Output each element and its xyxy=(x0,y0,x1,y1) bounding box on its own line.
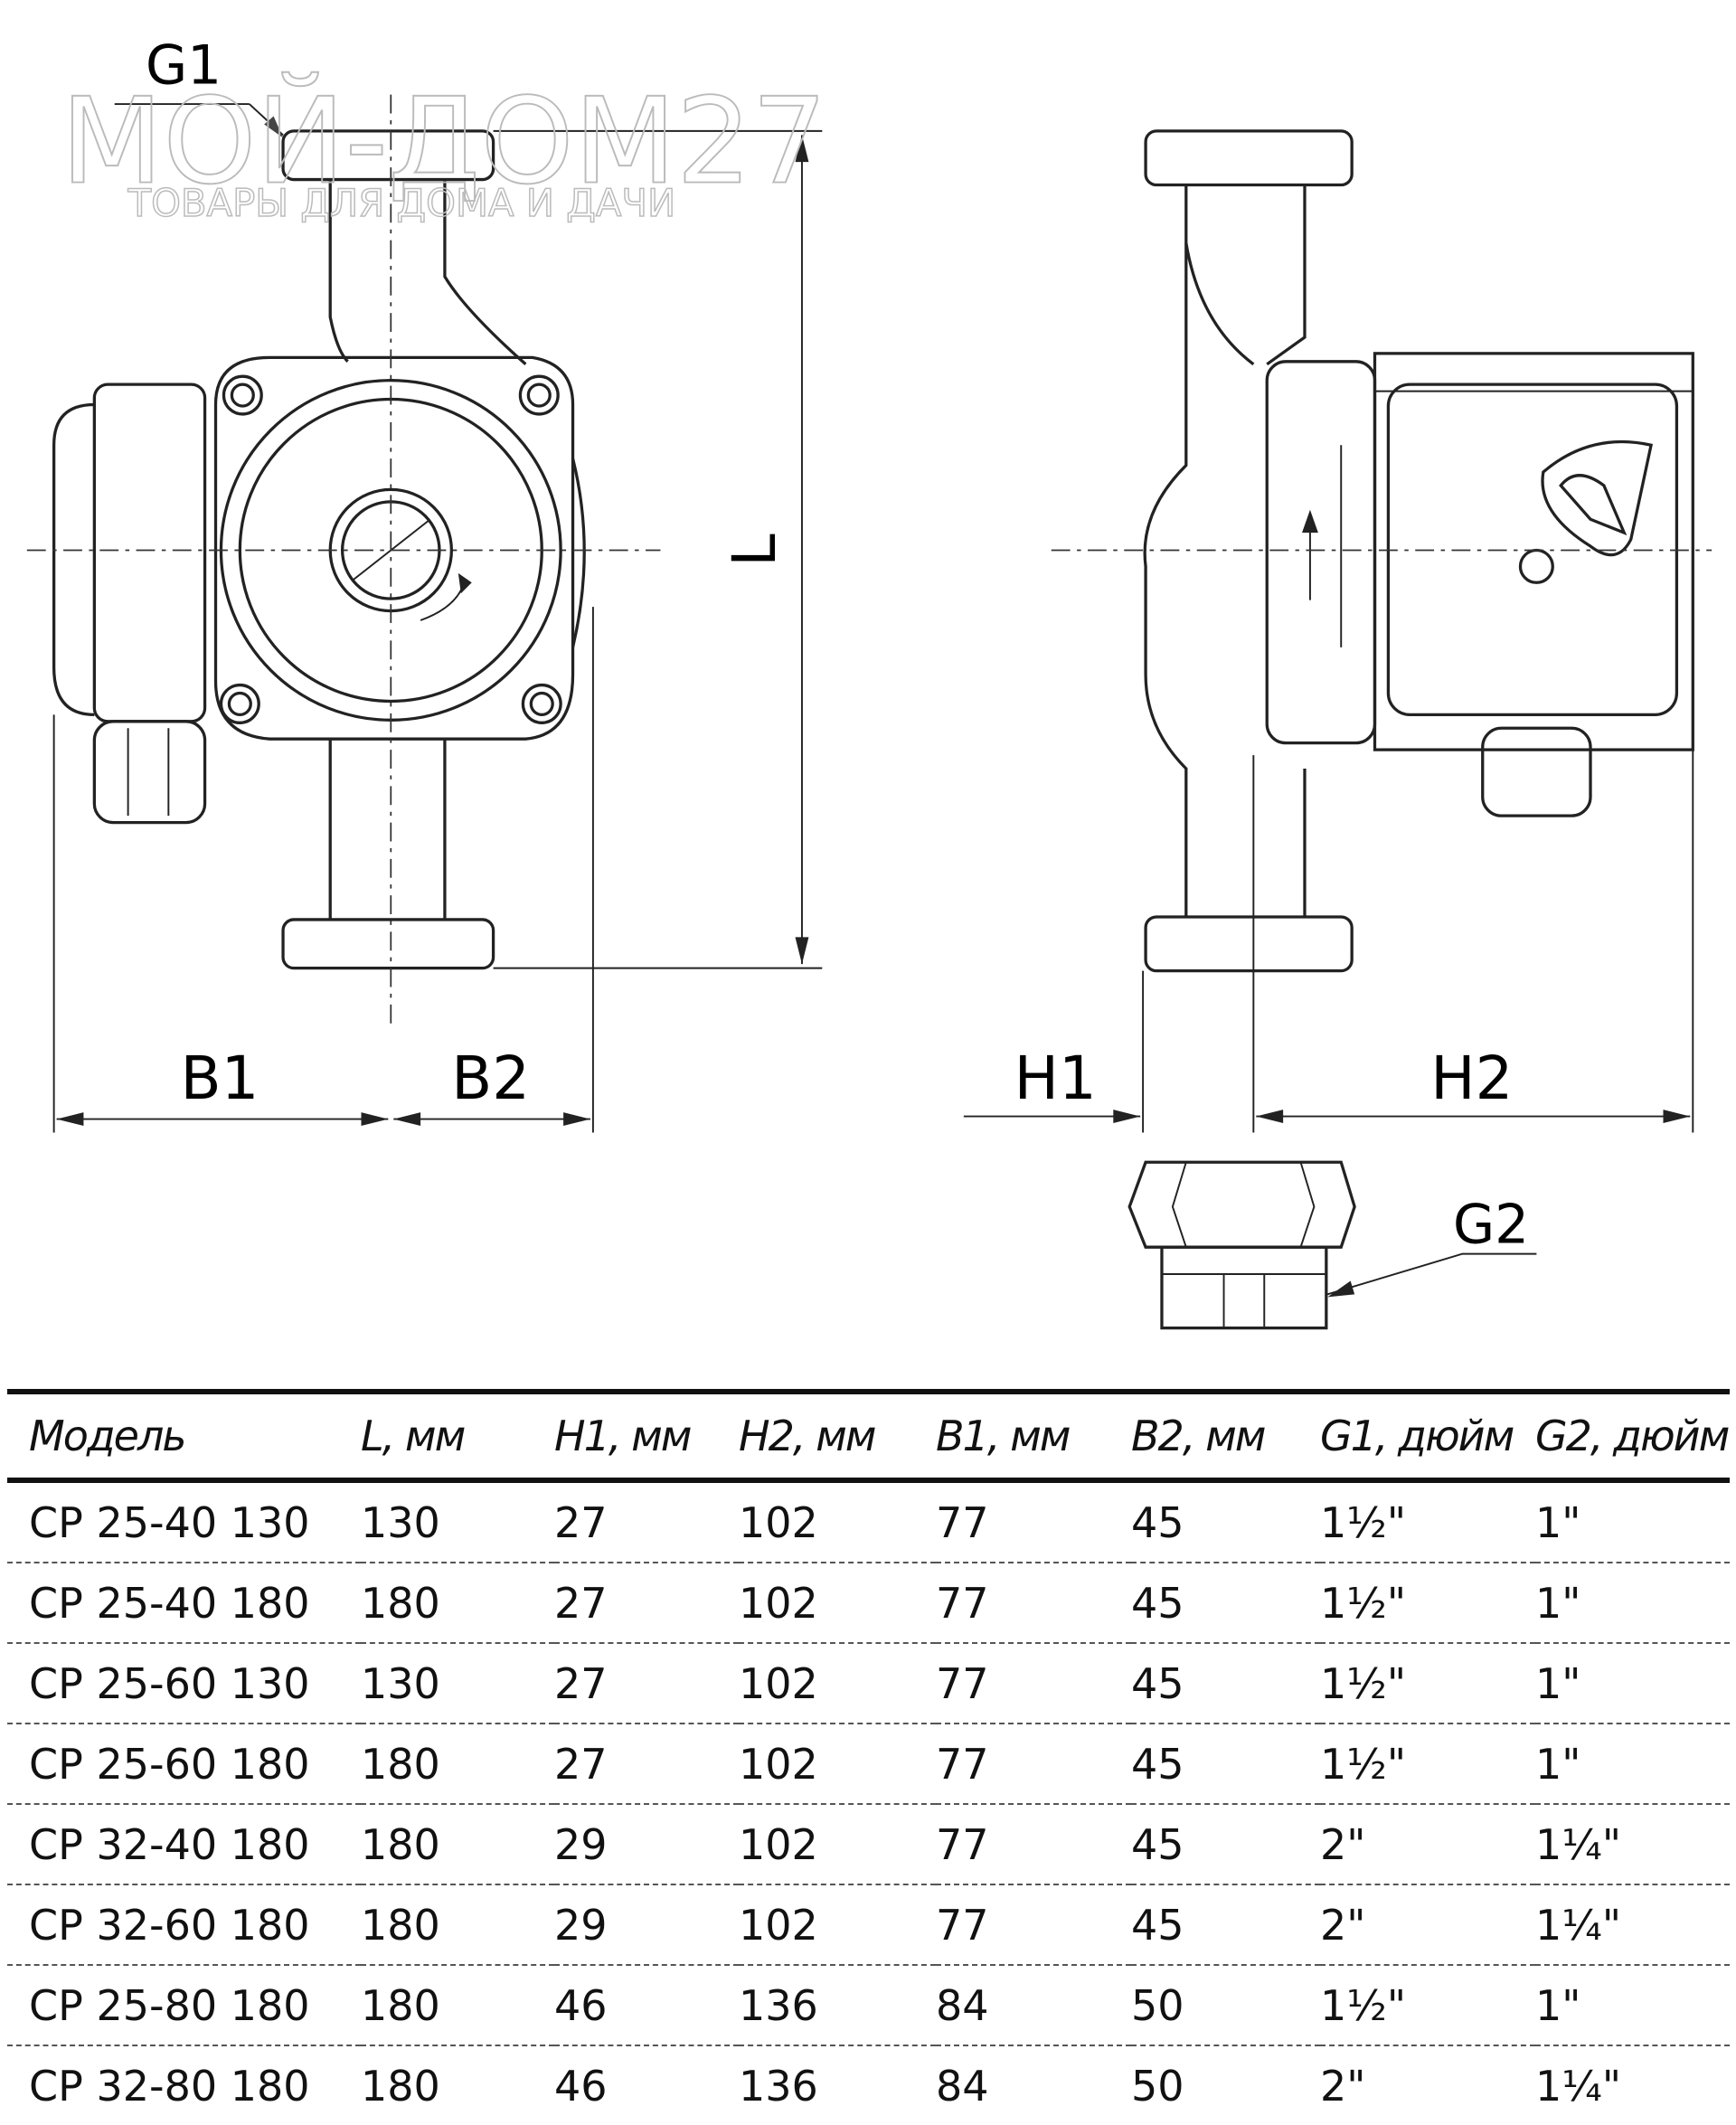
table-cell: 102 xyxy=(739,1497,818,1547)
header-g2: G2, дюйм xyxy=(1535,1412,1730,1460)
table-cell: 1" xyxy=(1535,1980,1581,2030)
table-cell: 1¼" xyxy=(1535,2061,1622,2111)
table-cell: 180 xyxy=(361,2061,440,2111)
table-cell: 180 xyxy=(361,1578,440,1628)
table-cell: CP 25-80 180 xyxy=(29,1980,310,2030)
header-h1: H1, мм xyxy=(554,1412,693,1460)
table-cell: 45 xyxy=(1131,1658,1184,1708)
label-g2: G2 xyxy=(1453,1195,1529,1257)
table-cell: 180 xyxy=(361,1819,440,1869)
table-cell: 1" xyxy=(1535,1578,1581,1628)
table-cell: 45 xyxy=(1131,1900,1184,1950)
table-cell: 27 xyxy=(554,1578,608,1628)
table-cell: CP 32-60 180 xyxy=(29,1900,310,1950)
header-h2: H2, мм xyxy=(739,1412,877,1460)
table-cell: 77 xyxy=(936,1658,989,1708)
header-model: Модель xyxy=(29,1412,186,1460)
table-cell: 45 xyxy=(1131,1739,1184,1789)
header-g1: G1, дюйм xyxy=(1320,1412,1514,1460)
table-cell: 1½" xyxy=(1320,1980,1407,2030)
table-cell: 1¼" xyxy=(1535,1900,1622,1950)
svg-text:МОЙ-ДОМ27: МОЙ-ДОМ27 xyxy=(61,71,827,211)
table-cell: 2" xyxy=(1320,2061,1366,2111)
table-cell: CP 25-40 180 xyxy=(29,1578,310,1628)
table-cell: 1¼" xyxy=(1535,1819,1622,1869)
header-b1: B1, мм xyxy=(936,1412,1071,1460)
table-cell: 27 xyxy=(554,1739,608,1789)
table-cell: CP 25-60 180 xyxy=(29,1739,310,1789)
watermark-logo: МОЙ-ДОМ27 ТОВАРЫ ДЛЯ ДОМА И ДАЧИ xyxy=(60,71,828,226)
table-cell: 130 xyxy=(361,1497,440,1547)
table-cell: 1" xyxy=(1535,1658,1581,1708)
table-cell: 50 xyxy=(1131,2061,1184,2111)
table-cell: CP 32-40 180 xyxy=(29,1819,310,1869)
table-cell: 77 xyxy=(936,1739,989,1789)
header-l: L, мм xyxy=(361,1412,466,1460)
table-cell: 136 xyxy=(739,1980,818,2030)
table-cell: 102 xyxy=(739,1578,818,1628)
table-cell: 50 xyxy=(1131,1980,1184,2030)
table-cell: CP 25-60 130 xyxy=(29,1658,310,1708)
side-view: H1 H2 xyxy=(963,129,1712,1133)
table-cell: 45 xyxy=(1131,1578,1184,1628)
table-row: CP 25-60 130 130 27 102 77 45 1½" 1" xyxy=(7,1643,1730,1724)
table-cell: 1" xyxy=(1535,1497,1581,1547)
svg-text:ТОВАРЫ ДЛЯ ДОМА И ДАЧИ: ТОВАРЫ ДЛЯ ДОМА И ДАЧИ xyxy=(127,181,676,225)
table-cell: 1½" xyxy=(1320,1739,1407,1789)
label-b1: B1 xyxy=(181,1044,259,1113)
table-cell: 1" xyxy=(1535,1739,1581,1789)
table-cell: 77 xyxy=(936,1497,989,1547)
table-cell: 46 xyxy=(554,1980,608,2030)
label-b2: B2 xyxy=(451,1044,530,1113)
table-header-row: Модель L, мм H1, мм H2, мм B1, мм B2, мм… xyxy=(7,1392,1730,1480)
table-cell: 45 xyxy=(1131,1497,1184,1547)
table-cell: 180 xyxy=(361,1980,440,2030)
table-row: CP 25-40 180 180 27 102 77 45 1½" 1" xyxy=(7,1563,1730,1643)
table-cell: 2" xyxy=(1320,1900,1366,1950)
table-cell: 102 xyxy=(739,1900,818,1950)
table-cell: 180 xyxy=(361,1900,440,1950)
table-cell: 1½" xyxy=(1320,1497,1407,1547)
table-cell: CP 25-40 130 xyxy=(29,1497,310,1547)
table-row: CP 32-40 180 180 29 102 77 45 2" 1¼" xyxy=(7,1804,1730,1884)
table-cell: 136 xyxy=(739,2061,818,2111)
table-cell: 102 xyxy=(739,1739,818,1789)
table-cell: 1½" xyxy=(1320,1658,1407,1708)
label-l: L xyxy=(721,534,789,567)
table-row: CP 32-60 180 180 29 102 77 45 2" 1¼" xyxy=(7,1884,1730,1965)
table-cell: 130 xyxy=(361,1658,440,1708)
table-cell: 102 xyxy=(739,1819,818,1869)
table-row: CP 25-80 180 180 46 136 84 50 1½" 1" xyxy=(7,1965,1730,2045)
table-cell: 102 xyxy=(739,1658,818,1708)
spec-table: Модель L, мм H1, мм H2, мм B1, мм B2, мм… xyxy=(7,1389,1730,2125)
table-cell: 77 xyxy=(936,1900,989,1950)
table-cell: CP 32-80 180 xyxy=(29,2061,310,2111)
table-cell: 27 xyxy=(554,1658,608,1708)
table-cell: 45 xyxy=(1131,1819,1184,1869)
table-cell: 77 xyxy=(936,1819,989,1869)
table-cell: 46 xyxy=(554,2061,608,2111)
header-b2: B2, мм xyxy=(1131,1412,1266,1460)
table-cell: 1½" xyxy=(1320,1578,1407,1628)
table-row: CP 32-80 180 180 46 136 84 50 2" 1¼" xyxy=(7,2045,1730,2125)
front-view: L B1 B2 G1 xyxy=(26,35,823,1133)
label-h2: H2 xyxy=(1430,1044,1513,1113)
table-cell: 27 xyxy=(554,1497,608,1547)
label-h1: H1 xyxy=(1014,1044,1097,1113)
table-cell: 180 xyxy=(361,1739,440,1789)
table-row: CP 25-60 180 180 27 102 77 45 1½" 1" xyxy=(7,1724,1730,1804)
table-cell: 2" xyxy=(1320,1819,1366,1869)
table-cell: 29 xyxy=(554,1819,608,1869)
label-g1: G1 xyxy=(146,35,222,98)
table-cell: 84 xyxy=(936,1980,989,2030)
table-cell: 84 xyxy=(936,2061,989,2111)
table-cell: 29 xyxy=(554,1900,608,1950)
table-cell: 77 xyxy=(936,1578,989,1628)
table-row: CP 25-40 130 130 27 102 77 45 1½" 1" xyxy=(7,1480,1730,1563)
pump-drawing: L B1 B2 G1 H1 H2 xyxy=(26,35,1712,1330)
fitting-detail: G2 xyxy=(1127,1160,1537,1330)
